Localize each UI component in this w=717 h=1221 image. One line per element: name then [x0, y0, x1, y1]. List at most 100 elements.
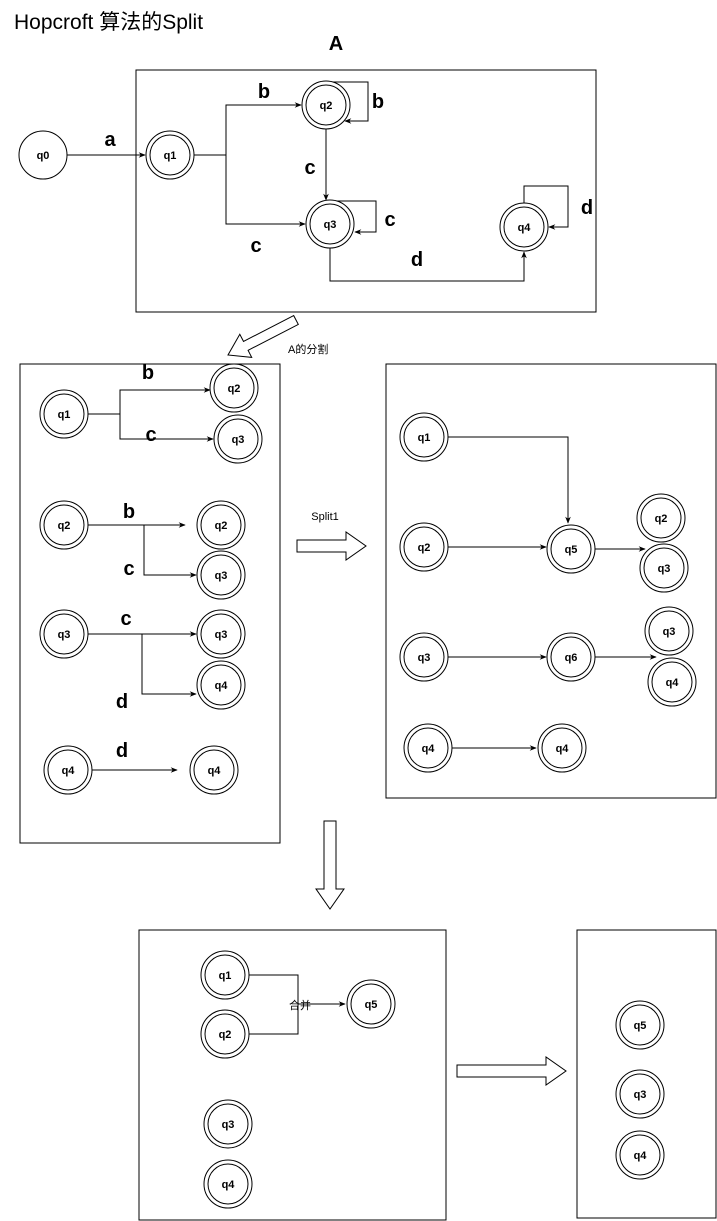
state-label: q4 [556, 743, 570, 755]
state-q3: q3 [615, 1069, 665, 1119]
state-label: q3 [222, 1119, 235, 1131]
state-label: q3 [58, 629, 71, 641]
state-outer-ring [200, 950, 250, 1000]
left-label-q3-d: d [116, 691, 128, 713]
state-q6: q6 [546, 632, 596, 682]
state-inner-ring [204, 954, 246, 996]
state-q2: q2 [209, 363, 259, 413]
edge-label-q3-loop: c [384, 209, 395, 231]
state-outer-ring [644, 606, 694, 656]
state-inner-ring [648, 610, 690, 652]
edge-label-a: a [104, 129, 116, 151]
final-arrow [456, 1056, 567, 1086]
state-inner-ring [403, 416, 445, 458]
state-q3: q3 [196, 609, 246, 659]
left-label-q4-d: d [116, 740, 128, 762]
state-label: q3 [215, 629, 228, 641]
state-label: q1 [58, 409, 71, 421]
state-outer-ring [200, 1009, 250, 1059]
edge-q3-q4 [329, 248, 527, 282]
state-label: q5 [365, 999, 378, 1011]
state-outer-ring [546, 632, 596, 682]
state-outer-ring [546, 524, 596, 574]
state-q3: q3 [39, 609, 89, 659]
state-q3: q3 [305, 199, 355, 249]
state-inner-ring [407, 727, 449, 769]
state-outer-ring [39, 389, 89, 439]
state-label: q2 [228, 383, 241, 395]
state-inner-ring [217, 418, 259, 460]
edges [67, 81, 657, 1035]
state-label: q3 [663, 626, 676, 638]
state-label: q2 [219, 1029, 232, 1041]
state-q3: q3 [196, 550, 246, 600]
edge-q1-q2 [194, 102, 302, 156]
state-q3: q3 [203, 1099, 253, 1149]
state-q3: q3 [644, 606, 694, 656]
state-q4: q4 [43, 745, 93, 795]
state-q2: q2 [301, 80, 351, 130]
state-q2: q2 [200, 1009, 250, 1059]
state-outer-ring [18, 130, 68, 180]
state-outer-ring [209, 363, 259, 413]
state-outer-ring [499, 202, 549, 252]
state-inner-ring [503, 206, 545, 248]
state-q2: q2 [636, 493, 686, 543]
state-label: q3 [418, 652, 431, 664]
state-inner-ring [619, 1134, 661, 1176]
state-inner-ring [193, 749, 235, 791]
state-label: q3 [232, 434, 245, 446]
state-inner-ring [305, 84, 347, 126]
state-inner-ring [403, 636, 445, 678]
state-outer-ring [39, 500, 89, 550]
state-q5: q5 [615, 1000, 665, 1050]
left-label-q2-c: c [123, 558, 134, 580]
state-outer-ring [189, 745, 239, 795]
state-label: q4 [518, 222, 532, 234]
state-q1: q1 [39, 389, 89, 439]
down-arrow [315, 820, 345, 910]
state-outer-ring [399, 522, 449, 572]
state-label: q2 [215, 520, 228, 532]
state-q3: q3 [639, 543, 689, 593]
state-inner-ring [200, 554, 242, 596]
state-label: q4 [634, 1150, 648, 1162]
loop-q4 [523, 185, 569, 230]
state-inner-ring [43, 504, 85, 546]
state-q1: q1 [399, 412, 449, 462]
split-a-arrow [227, 314, 299, 358]
edge-label-q4-loop: d [581, 197, 593, 219]
state-label: q2 [58, 520, 71, 532]
left-edge-q2-q3 [143, 525, 197, 578]
state-outer-ring [196, 660, 246, 710]
split1-label: Split1 [311, 511, 339, 523]
state-outer-ring [636, 493, 686, 543]
state-inner-ring [200, 613, 242, 655]
state-label: q4 [666, 677, 680, 689]
frames [19, 69, 717, 1221]
state-q5: q5 [546, 524, 596, 574]
state-label: q4 [422, 743, 436, 755]
edge-label-q1-q3: c [250, 235, 261, 257]
state-label: q5 [634, 1020, 647, 1032]
state-outer-ring [196, 609, 246, 659]
left-label-q1-c: c [145, 424, 156, 446]
state-inner-ring [619, 1073, 661, 1115]
left-box [19, 363, 281, 844]
state-q4: q4 [647, 657, 697, 707]
state-q4: q4 [403, 723, 453, 773]
state-label: q6 [565, 652, 578, 664]
state-q3: q3 [399, 632, 449, 682]
state-q4: q4 [196, 660, 246, 710]
left-label-q2-b: b [123, 501, 135, 523]
state-q4: q4 [615, 1130, 665, 1180]
state-outer-ring [346, 979, 396, 1029]
state-inner-ring [643, 547, 685, 589]
state-label: q1 [219, 970, 232, 982]
state-inner-ring [149, 134, 191, 176]
state-inner-ring [207, 1103, 249, 1145]
state-outer-ring [39, 609, 89, 659]
state-label: q4 [208, 765, 222, 777]
merge-box [138, 929, 447, 1221]
